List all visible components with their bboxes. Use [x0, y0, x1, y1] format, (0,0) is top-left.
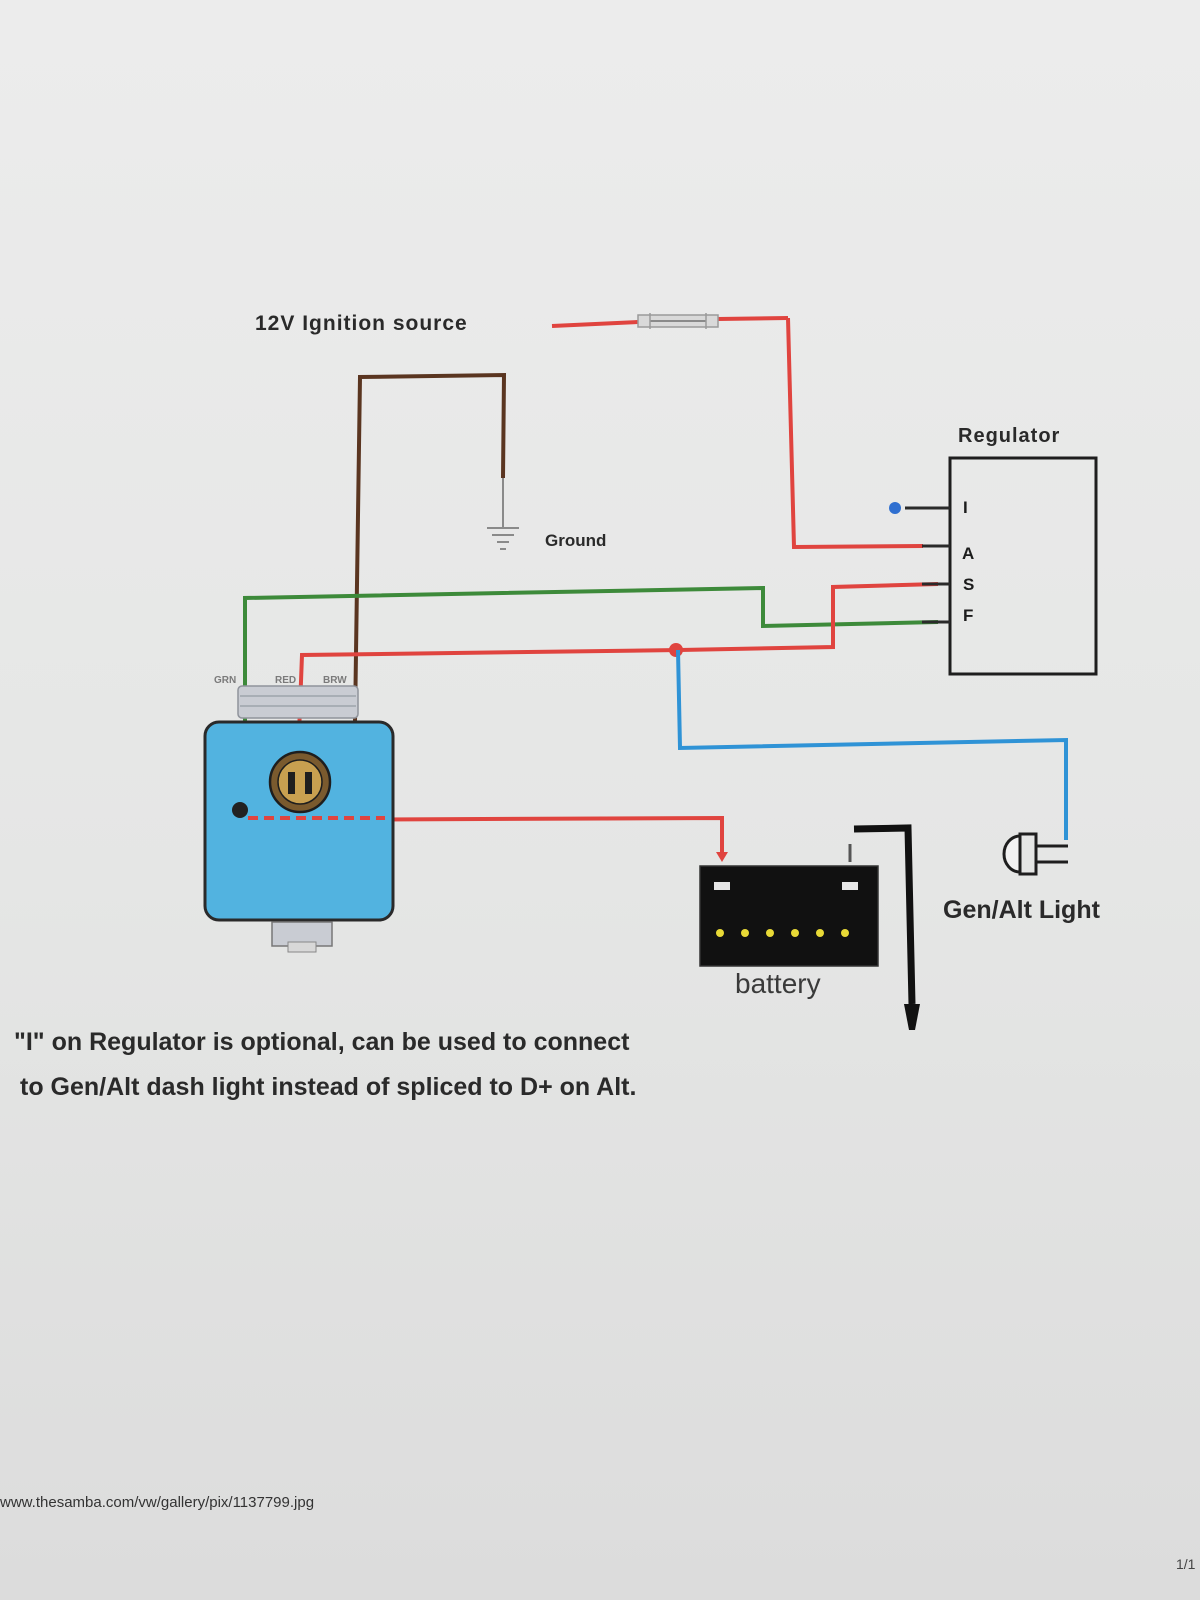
battery-ground-cable — [853, 824, 916, 1005]
brown-ground-wire — [353, 372, 507, 723]
regulator-box — [948, 456, 1098, 676]
lamp-icon — [1002, 832, 1068, 876]
terminal-a-label: A — [962, 544, 975, 563]
battery-icon — [699, 844, 879, 967]
terminal-f-label: F — [963, 606, 974, 625]
splice-point — [669, 643, 683, 657]
note-line-1: "I" on Regulator is optional, can be use… — [14, 1028, 630, 1056]
ground-terminal-icon — [904, 1004, 920, 1030]
alternator-icon — [203, 685, 395, 953]
ground-symbol-icon — [487, 478, 519, 550]
alternator-pin-grn: GRN — [214, 675, 237, 686]
ignition-source-label: 12V Ignition source — [255, 312, 468, 335]
ignition-wire — [551, 316, 924, 550]
blue-light-wire — [676, 649, 1068, 840]
terminal-i-label: I — [963, 498, 968, 517]
arrow-icon — [716, 852, 728, 862]
battery-label: battery — [735, 968, 821, 999]
regulator-leads — [889, 502, 950, 624]
footer-url: www.thesamba.com/vw/gallery/pix/1137799.… — [0, 1494, 315, 1511]
fuse-icon — [637, 313, 719, 329]
green-field-wire — [243, 585, 939, 770]
gen-alt-light-label: Gen/Alt Light — [943, 896, 1100, 924]
note-line-2: to Gen/Alt dash light instead of spliced… — [20, 1073, 637, 1101]
ground-label: Ground — [545, 531, 607, 550]
terminal-s-label: S — [963, 575, 975, 594]
alternator-pin-red: RED — [275, 675, 297, 686]
red-dplus-wire — [296, 582, 939, 761]
regulator-label: Regulator — [958, 425, 1061, 447]
alternator-pin-brw: BRW — [323, 675, 347, 686]
page-number: 1/1 — [1176, 1556, 1196, 1572]
